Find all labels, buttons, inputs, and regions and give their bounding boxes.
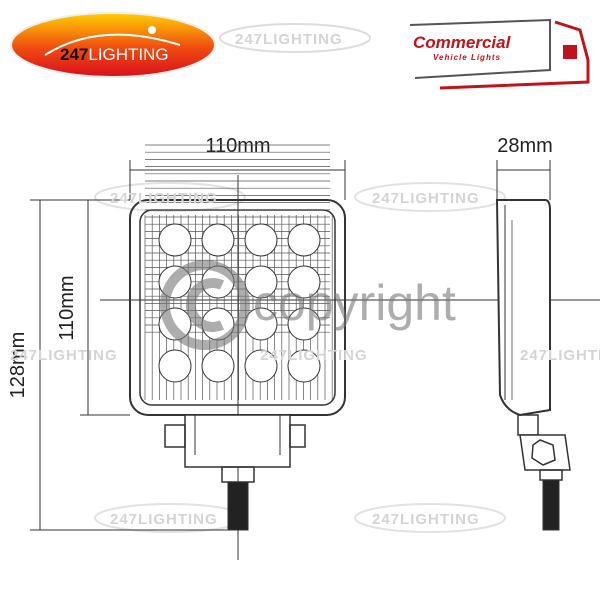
led-lens: [287, 265, 321, 299]
led-lens: [287, 349, 321, 383]
svg-text:Commercial: Commercial: [413, 33, 512, 52]
side-view-lamp: [495, 199, 571, 531]
copyright-watermark: copyright: [160, 260, 456, 350]
side-depth-label: 28mm: [497, 135, 553, 157]
watermark-text: 247LIGHTING: [110, 190, 218, 207]
watermark-text: 247LIGHTING: [372, 190, 480, 207]
led-lens: [244, 265, 278, 299]
247lighting-logo: 247LIGHTING: [10, 12, 216, 78]
watermark-text: 247LIGHTING: [372, 511, 480, 528]
led-lens: [158, 349, 192, 383]
svg-text:247LIGHTING: 247LIGHTING: [60, 45, 169, 64]
led-lens: [158, 223, 192, 257]
total-height-label: 128mm: [7, 332, 29, 399]
led-lens: [201, 349, 235, 383]
front-width-label: 110mm: [205, 135, 270, 157]
front-height-label: 110mm: [56, 275, 78, 340]
front-view-lamp: [129, 144, 346, 531]
svg-text:copyright: copyright: [253, 275, 456, 331]
led-lens: [201, 223, 235, 257]
led-lens: [287, 223, 321, 257]
watermark-text: 247LIGHTING: [520, 347, 600, 364]
led-lens: [244, 349, 278, 383]
brand-watermarks: 247LIGHTING 247LIGHTING 247LIGHTING 247L…: [10, 31, 600, 528]
watermark-text: 247LIGHTING: [260, 347, 368, 364]
led-lens: [244, 223, 278, 257]
commercial-vehicle-lights-logo: Commercial Vehicle Lights: [409, 18, 590, 90]
watermark-text: 247LIGHTING: [110, 511, 218, 528]
svg-text:Vehicle Lights: Vehicle Lights: [433, 53, 501, 62]
watermark-text: 247LIGHTING: [235, 31, 343, 48]
watermark-text: 247LIGHTING: [10, 347, 118, 364]
led-lens: [287, 307, 321, 341]
